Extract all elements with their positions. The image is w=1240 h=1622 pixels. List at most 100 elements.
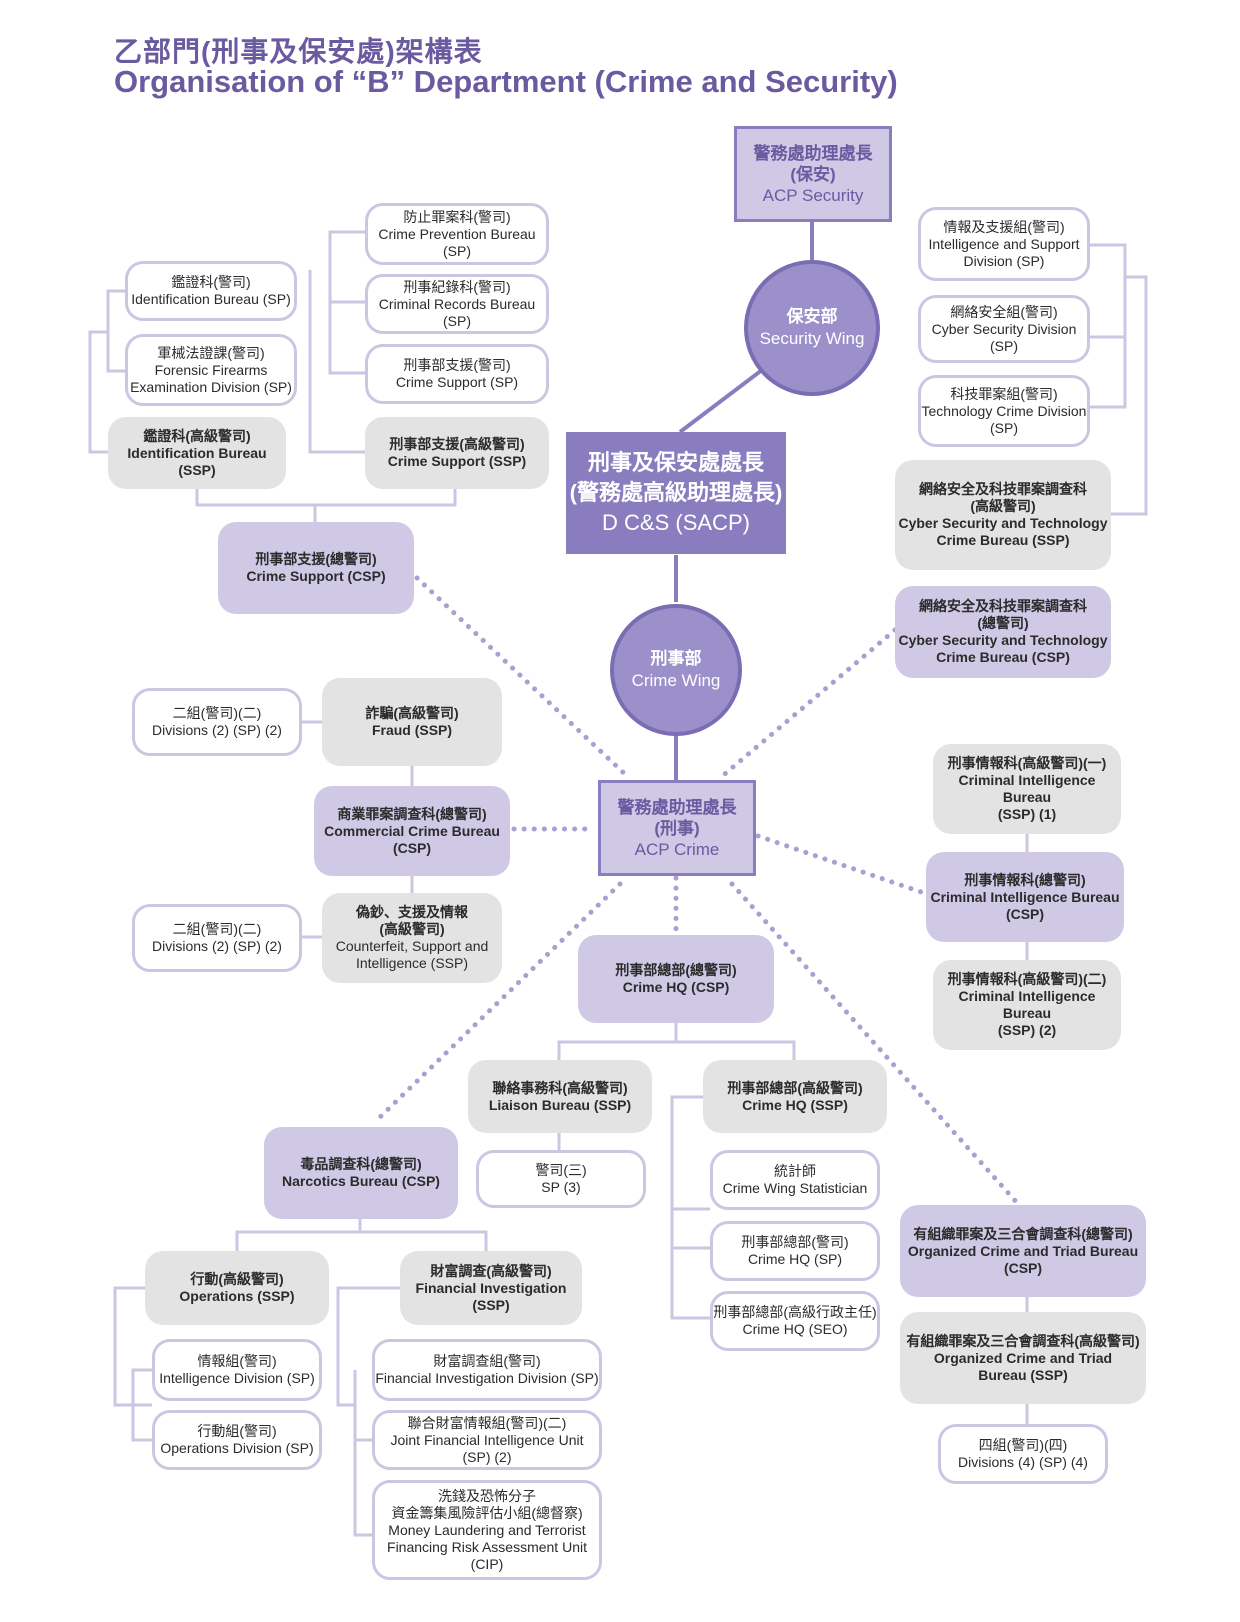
acp-security-en: ACP Security <box>762 185 864 205</box>
financial-investigation-ssp-box: 財富調查(高級警司) Financial Investigation (SSP) <box>400 1251 582 1325</box>
director-crime-security-box: 刑事及保安處處長 (警務處高級助理處長) D C&S (SACP) <box>566 432 786 554</box>
ops-div-zh: 行動組(警司) <box>197 1423 277 1439</box>
intel-support-en: Intelligence and Support <box>928 235 1080 252</box>
crime-hq-sp-zh: 刑事部總部(警司) <box>741 1234 849 1250</box>
jfiu-box: 聯合財富情報組(警司)(二) Joint Financial Intellige… <box>372 1410 602 1470</box>
cib-csp-en: Criminal Intelligence Bureau <box>930 888 1120 905</box>
page-title-chinese: 乙部門(刑事及保安處)架構表 <box>114 36 483 67</box>
narcotics-bureau-box: 毒品調查科(總警司) Narcotics Bureau (CSP) <box>264 1127 458 1219</box>
counterfeit-support-intel-box: 偽鈔、支援及情報 (高級警司) Counterfeit, Support and… <box>322 893 502 983</box>
cstcb-ssp-zh: 網絡安全及科技罪案調查科 <box>919 481 1087 497</box>
liaison-en: Liaison Bureau (SSP) <box>488 1096 632 1113</box>
fraud-ssp-box: 詐騙(高級警司) Fraud (SSP) <box>322 678 502 766</box>
identification-bureau-sp-box: 鑑證科(警司) Identification Bureau (SP) <box>125 261 297 321</box>
liaison-zh: 聯絡事務科(高級警司) <box>492 1079 628 1096</box>
octb-ssp-en-2: Bureau (SSP) <box>978 1366 1068 1383</box>
intelligence-division-box: 情報組(警司) Intelligence Division (SP) <box>152 1339 322 1401</box>
fraud-zh: 詐騙(高級警司) <box>365 705 459 721</box>
criminal-records-bureau-box: 刑事紀錄科(警司) Criminal Records Bureau (SP) <box>365 274 549 334</box>
octb-csp-en: Organized Crime and Triad Bureau <box>907 1242 1139 1259</box>
forensic-firearms-en: Forensic Firearms <box>154 361 268 378</box>
intel-support-en-2: Division (SP) <box>963 252 1045 269</box>
acp-crime-en: ACP Crime <box>634 839 720 859</box>
crime-support-ssp-box: 刑事部支援(高級警司) Crime Support (SSP) <box>365 417 549 489</box>
cstcb-csp-en-2: Crime Bureau (CSP) <box>936 649 1070 665</box>
crime-support-sp-box: 刑事部支援(警司) Crime Support (SP) <box>365 344 549 404</box>
crime-support-ssp-en: Crime Support (SSP) <box>387 453 527 469</box>
ccb-en-2: (CSP) <box>392 839 432 856</box>
crime-support-sp-en: Crime Support (SP) <box>395 374 519 390</box>
forensic-firearms-box: 軍械法證課(警司) Forensic Firearms Examination … <box>125 334 297 406</box>
crime-support-csp-box: 刑事部支援(總警司) Crime Support (CSP) <box>218 522 414 614</box>
tech-crime-en: Technology Crime Division <box>921 402 1087 419</box>
ml-unit-en-2: Financing Risk Assessment Unit <box>387 1538 587 1555</box>
counterfeit-zh-2: (高級警司) <box>379 921 445 937</box>
crime-support-ssp-zh: 刑事部支援(高級警司) <box>389 436 525 452</box>
financial-ssp-en-2: (SSP) <box>472 1296 510 1313</box>
cib-csp-zh: 刑事情報科(總警司) <box>964 871 1086 888</box>
cib-ssp2-en-2: (SSP) (2) <box>997 1022 1057 1038</box>
crime-support-sp-zh: 刑事部支援(警司) <box>403 357 511 373</box>
crime-wing-en: Crime Wing <box>631 671 721 690</box>
crime-prevention-bureau-box: 防止罪案科(警司) Crime Prevention Bureau (SP) <box>365 203 549 265</box>
divisions-2b-en: Divisions (2) (SP) (2) <box>152 938 282 954</box>
director-zh-2: (警務處高級助理處長) <box>569 480 783 505</box>
divisions-2-fraud-box: 二組(警司)(二) Divisions (2) (SP) (2) <box>132 688 302 756</box>
security-wing-node: 保安部 Security Wing <box>744 260 880 396</box>
divisions-2-counterfeit-box: 二組(警司)(二) Divisions (2) (SP) (2) <box>132 904 302 972</box>
divisions-2a-zh: 二組(警司)(二) <box>172 705 262 721</box>
acp-security-box: 警務處助理處長 (保安) ACP Security <box>734 126 892 222</box>
octb-ssp-en: Organized Crime and Triad <box>933 1349 1113 1366</box>
operations-ssp-box: 行動(高級警司) Operations (SSP) <box>145 1251 329 1325</box>
crime-wing-statistician-box: 統計師 Crime Wing Statistician <box>710 1150 880 1210</box>
operations-division-box: 行動組(警司) Operations Division (SP) <box>152 1410 322 1470</box>
ml-unit-en-3: (CIP) <box>470 1555 504 1572</box>
forensic-firearms-en-2: Examination Division (SP) <box>130 378 292 395</box>
divisions-2b-zh: 二組(警司)(二) <box>172 921 262 937</box>
crime-hq-ssp-zh: 刑事部總部(高級警司) <box>727 1079 863 1096</box>
cib-csp-en-2: (CSP) <box>1005 905 1045 922</box>
identification-sp-en: Identification Bureau (SP) <box>131 291 291 307</box>
intel-div-en: Intelligence Division (SP) <box>159 1370 315 1386</box>
ops-div-en: Operations Division (SP) <box>160 1440 314 1456</box>
narcotics-en: Narcotics Bureau (CSP) <box>282 1173 440 1189</box>
crime-hq-seo-box: 刑事部總部(高級行政主任) Crime HQ (SEO) <box>710 1291 880 1351</box>
financial-investigation-division-box: 財富調查組(警司) Financial Investigation Divisi… <box>372 1339 602 1401</box>
crime-prevention-zh: 防止罪案科(警司) <box>403 208 511 225</box>
ml-unit-en: Money Laundering and Terrorist <box>388 1521 586 1538</box>
acp-crime-zh-2: (刑事) <box>654 818 700 838</box>
cstcb-csp-zh-2: (總警司) <box>977 615 1029 631</box>
crime-hq-csp-en: Crime HQ (CSP) <box>622 979 730 995</box>
forensic-firearms-zh: 軍械法證課(警司) <box>157 344 265 361</box>
cib-ssp1-en: Criminal Intelligence Bureau <box>958 772 1096 805</box>
liaison-bureau-box: 聯絡事務科(高級警司) Liaison Bureau (SSP) <box>468 1060 652 1133</box>
crime-hq-sp-box: 刑事部總部(警司) Crime HQ (SP) <box>710 1221 880 1281</box>
ml-unit-zh-2: 資金籌集風險評估小組(總督察) <box>391 1504 583 1521</box>
tech-crime-en-2: (SP) <box>990 419 1018 436</box>
statistician-en: Crime Wing Statistician <box>722 1180 868 1196</box>
cib-ssp-2-box: 刑事情報科(高級警司)(二) Criminal Intelligence Bur… <box>933 960 1121 1050</box>
crime-hq-sp-en: Crime HQ (SP) <box>747 1251 843 1267</box>
fraud-en: Fraud (SSP) <box>371 722 453 738</box>
crime-wing-node: 刑事部 Crime Wing <box>610 604 742 736</box>
octb-ssp-zh: 有組織罪案及三合會調查科(高級警司) <box>906 1332 1140 1349</box>
crime-wing-zh: 刑事部 <box>650 649 702 668</box>
divisions-2a-en: Divisions (2) (SP) (2) <box>152 722 282 738</box>
operations-ssp-en: Operations (SSP) <box>179 1288 295 1304</box>
identification-bureau-ssp-box: 鑑證科(高級警司) Identification Bureau (SSP) <box>108 417 286 489</box>
financial-ssp-zh: 財富調查(高級警司) <box>430 1262 552 1279</box>
counterfeit-en-2: Intelligence (SSP) <box>355 955 469 971</box>
intel-support-zh: 情報及支援組(警司) <box>943 218 1065 235</box>
cib-ssp1-zh: 刑事情報科(高級警司)(一) <box>947 755 1107 771</box>
crime-hq-seo-en: Crime HQ (SEO) <box>742 1321 848 1337</box>
criminal-records-zh: 刑事紀錄科(警司) <box>403 278 511 295</box>
cstcb-ssp-en-2: Crime Bureau (SSP) <box>936 532 1070 548</box>
crime-hq-ssp-box: 刑事部總部(高級警司) Crime HQ (SSP) <box>703 1060 887 1133</box>
identification-ssp-en: Identification Bureau (SSP) <box>127 444 267 478</box>
crime-prevention-en: Crime Prevention Bureau (SP) <box>378 225 536 259</box>
director-zh: 刑事及保安處處長 <box>587 450 764 475</box>
cstcb-csp-box: 網絡安全及科技罪案調查科 (總警司) Cyber Security and Te… <box>895 586 1111 678</box>
counterfeit-zh: 偽鈔、支援及情報 <box>356 904 468 920</box>
cyber-security-division-box: 網絡安全組(警司) Cyber Security Division (SP) <box>918 295 1090 363</box>
